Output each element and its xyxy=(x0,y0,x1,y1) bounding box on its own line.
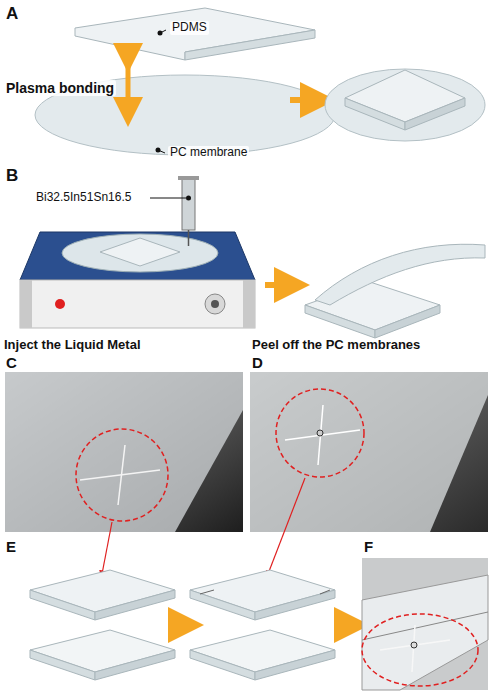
panel-letter: C xyxy=(6,354,17,371)
process-arrow xyxy=(177,625,352,626)
photo-peel xyxy=(285,430,360,440)
hotplate xyxy=(211,300,219,308)
pdms-slab xyxy=(75,8,315,60)
stack-layer xyxy=(320,590,330,594)
photo-peel xyxy=(250,372,488,532)
bonded-device xyxy=(405,98,465,130)
photo-peel xyxy=(317,430,323,436)
step-label: Plasma bonding xyxy=(4,80,116,96)
bonded-device xyxy=(325,69,485,141)
syringe xyxy=(188,230,190,246)
hotplate xyxy=(205,294,225,314)
bonded-device xyxy=(325,69,485,141)
panel-letter: A xyxy=(6,4,18,24)
process-arrow xyxy=(290,97,318,103)
syringe xyxy=(178,176,199,180)
photo-inject xyxy=(5,372,243,532)
stack-layer xyxy=(190,650,255,680)
syringe xyxy=(182,178,195,230)
stack-layer xyxy=(95,590,175,620)
stack-layer xyxy=(30,650,95,680)
stack-layer xyxy=(255,590,335,620)
photo-peel xyxy=(250,372,488,532)
photo-inject xyxy=(5,372,243,532)
hotplate xyxy=(55,299,65,309)
process-arrow xyxy=(265,285,292,286)
photo-bonded xyxy=(362,558,488,690)
stack-layer xyxy=(255,650,335,680)
peeled-device xyxy=(305,244,485,338)
photo-bonded xyxy=(362,558,488,690)
stack-layer xyxy=(95,650,175,680)
leader-line xyxy=(156,30,167,153)
photo-inject xyxy=(5,372,243,532)
process-arrow xyxy=(265,282,292,288)
photo-inject xyxy=(80,470,160,480)
membrane-on-hotplate xyxy=(62,234,218,272)
step-label: Peel off the PC membranes xyxy=(252,338,420,353)
process-arrow xyxy=(177,622,186,628)
photo-peel xyxy=(276,389,364,477)
peeled-device xyxy=(305,282,440,330)
stack-layer xyxy=(190,590,255,620)
photo-inject xyxy=(76,429,168,521)
bonding-arrow xyxy=(128,58,129,112)
hotplate xyxy=(20,232,255,328)
syringe xyxy=(150,198,186,199)
bonded-device xyxy=(345,98,405,130)
red-arrow xyxy=(268,478,305,574)
photo-peel xyxy=(318,405,323,465)
leader-line xyxy=(160,30,166,33)
stack-layer xyxy=(30,590,95,620)
leader-line xyxy=(158,150,165,153)
hotplate xyxy=(20,232,255,280)
hotplate xyxy=(20,280,255,328)
membrane-on-hotplate xyxy=(100,238,180,266)
material-label: Bi32.5In51Sn16.5 xyxy=(36,191,131,205)
peeled-device xyxy=(305,305,375,338)
photo-bonded xyxy=(362,612,488,640)
hotplate xyxy=(20,280,32,328)
panel-letter: F xyxy=(364,538,373,555)
stack-layer xyxy=(30,570,335,680)
panel-letter: D xyxy=(252,354,263,371)
hotplate xyxy=(243,280,255,328)
bonded-device xyxy=(345,70,465,122)
pdms-slab xyxy=(75,8,315,60)
syringe xyxy=(150,176,199,246)
photo-bonded xyxy=(412,625,415,672)
bonding-arrow xyxy=(126,58,131,112)
part-label: PC membrane xyxy=(168,146,249,160)
stack-layer xyxy=(200,590,214,594)
panel-letter: B xyxy=(6,166,18,186)
photo-bonded xyxy=(362,614,478,686)
process-arrow xyxy=(338,622,352,628)
syringe xyxy=(186,196,191,201)
photo-inject xyxy=(118,445,125,505)
panel-letter: E xyxy=(6,538,16,555)
membrane-on-hotplate xyxy=(62,234,218,272)
photo-bonded xyxy=(380,640,450,650)
part-label: PDMS xyxy=(170,21,209,35)
red-arrow xyxy=(102,522,112,574)
photo-bonded xyxy=(411,642,417,648)
step-label: Inject the Liquid Metal xyxy=(4,338,141,353)
photo-peel xyxy=(250,372,488,532)
peeled-device xyxy=(375,305,440,338)
process-arrow xyxy=(290,100,318,101)
peeled-device xyxy=(315,244,485,305)
red-arrow xyxy=(102,478,305,574)
photo-bonded xyxy=(362,575,488,690)
